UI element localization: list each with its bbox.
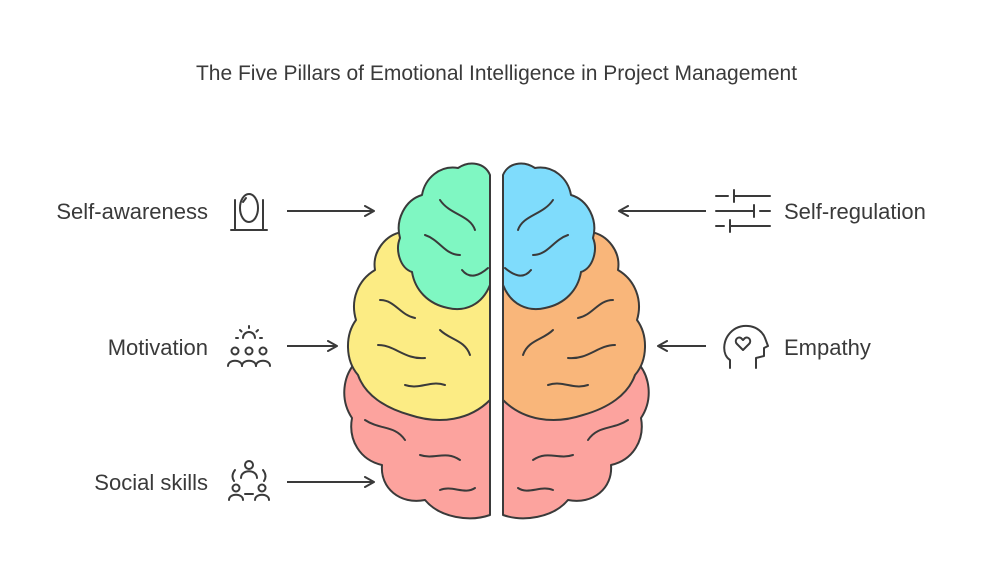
label-motivation: Motivation bbox=[107, 335, 208, 360]
brain-folds bbox=[364, 199, 629, 492]
sliders-icon bbox=[715, 189, 771, 233]
label-self-awareness: Self-awareness bbox=[56, 199, 208, 224]
group-sun-icon bbox=[227, 325, 271, 367]
head-heart-icon bbox=[723, 324, 769, 369]
label-empathy: Empathy bbox=[784, 335, 871, 360]
label-social-skills: Social skills bbox=[94, 470, 208, 495]
network-people-icon bbox=[228, 460, 270, 501]
diagram-title: The Five Pillars of Emotional Intelligen… bbox=[195, 62, 798, 85]
region-self-awareness bbox=[397, 162, 491, 310]
region-self-regulation bbox=[502, 162, 596, 310]
label-self-regulation: Self-regulation bbox=[784, 199, 926, 224]
mirror-icon bbox=[230, 193, 268, 231]
